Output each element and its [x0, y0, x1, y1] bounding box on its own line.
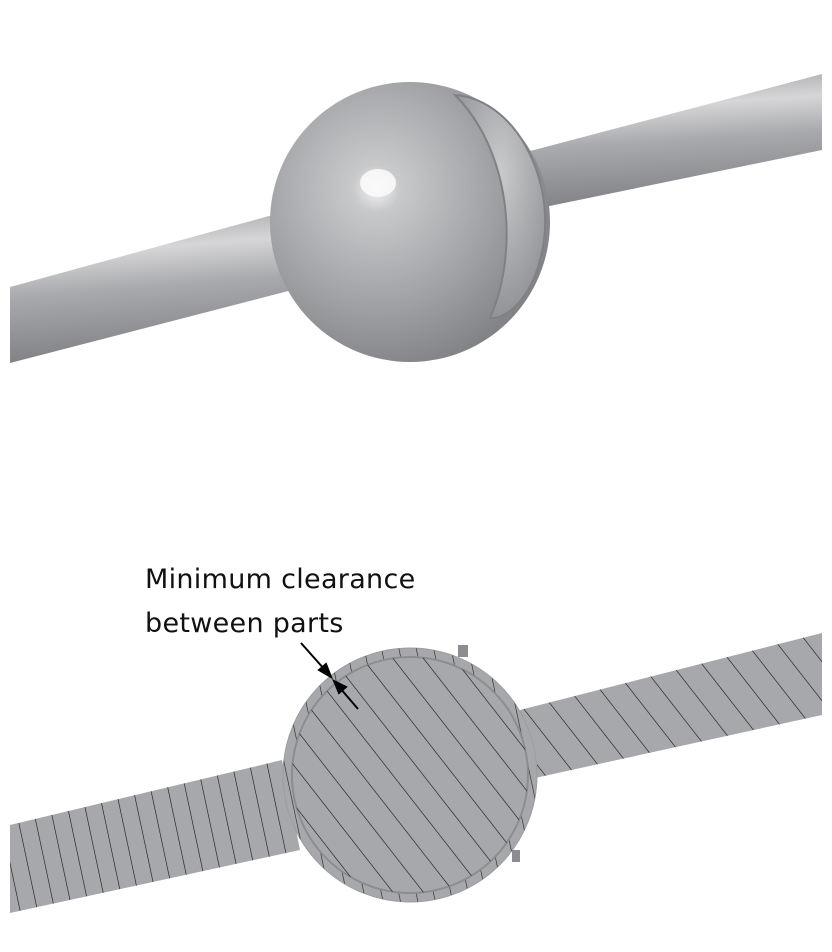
- right-rod: [515, 74, 822, 210]
- ball-socket: [270, 82, 550, 362]
- annotation-line-1: Minimum clearance: [145, 564, 416, 595]
- clearance-arrows: [300, 642, 359, 710]
- annotation-line-2: between parts: [145, 608, 344, 639]
- section-view: [10, 633, 822, 913]
- ball-cap: [452, 93, 547, 320]
- assembled-part-3d-view: [10, 74, 822, 363]
- left-rod: [10, 213, 292, 363]
